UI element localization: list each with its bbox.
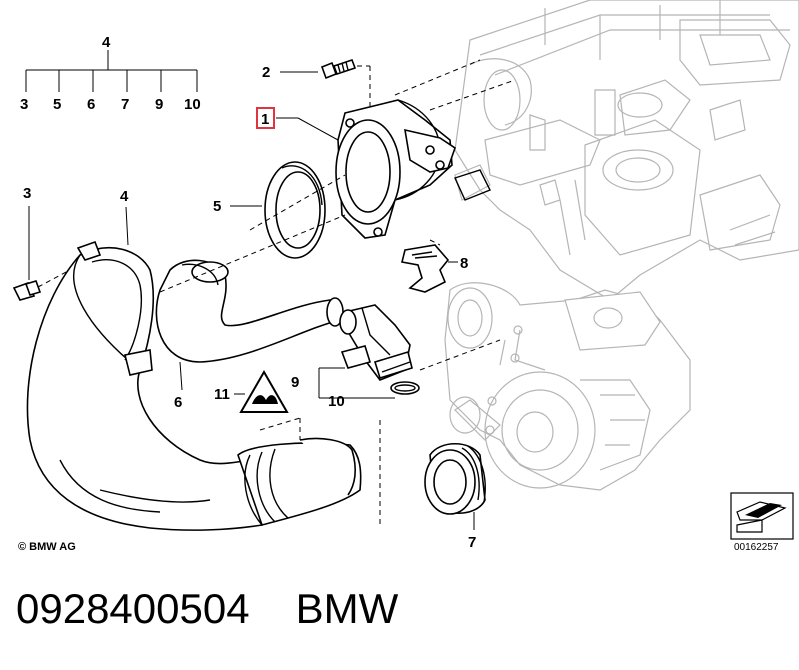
document-number: 00162257	[734, 542, 779, 553]
hose-part-6: 6	[155, 259, 344, 411]
callout-group-sub: 7	[121, 96, 129, 113]
brand-name: BMW	[295, 585, 399, 632]
footer-bar: 0928400504 BMW	[16, 585, 398, 633]
callout-3: 3	[23, 185, 31, 202]
part-number: 0928400504	[16, 585, 250, 632]
callout-group-sub: 10	[184, 96, 201, 113]
copyright-text: © BMW AG	[18, 541, 76, 553]
callout-4: 4	[120, 188, 129, 205]
callout-8: 8	[460, 255, 468, 272]
warning-triangle-icon	[239, 369, 289, 413]
callout-7: 7	[468, 534, 476, 551]
sleeve-part-7: 7	[424, 443, 486, 551]
callout-9: 9	[291, 374, 299, 391]
callout-group-tree: 4 3 5 6 7 9 10	[20, 34, 201, 113]
parts-diagram: 4 3 5 6 7 9 10 2 1 5	[12, 0, 799, 551]
assembly-lines	[159, 214, 501, 371]
callout-group-sub: 5	[53, 96, 61, 113]
warning-label-part-11: 11	[214, 369, 289, 413]
screw-part-2: 2	[262, 58, 371, 112]
engine-block-ghost	[454, 0, 799, 301]
seal-ring-part-5: 5	[213, 161, 346, 259]
highlight-box	[256, 107, 275, 129]
callout-group-sub: 6	[87, 96, 95, 113]
bolt-part-3: 3	[12, 185, 86, 301]
callout-11: 11	[214, 386, 230, 403]
clamp-part-8: 8	[401, 244, 468, 293]
callout-1: 1	[261, 111, 269, 128]
callout-group-sub: 9	[155, 96, 163, 113]
callout-6: 6	[174, 394, 182, 411]
callout-group-sub: 3	[20, 96, 28, 113]
callout-5: 5	[213, 198, 221, 215]
o-ring-part-10: 10	[319, 381, 420, 410]
callout-2: 2	[262, 64, 270, 81]
throttle-housing-part-1: 1	[256, 59, 516, 239]
inlet-elbow	[237, 417, 381, 526]
document-reference-icon	[730, 492, 794, 540]
connector-part-9: 9	[291, 304, 413, 398]
callout-group-main: 4	[102, 34, 111, 51]
turbocharger-ghost	[444, 282, 691, 491]
callout-10: 10	[328, 393, 345, 410]
